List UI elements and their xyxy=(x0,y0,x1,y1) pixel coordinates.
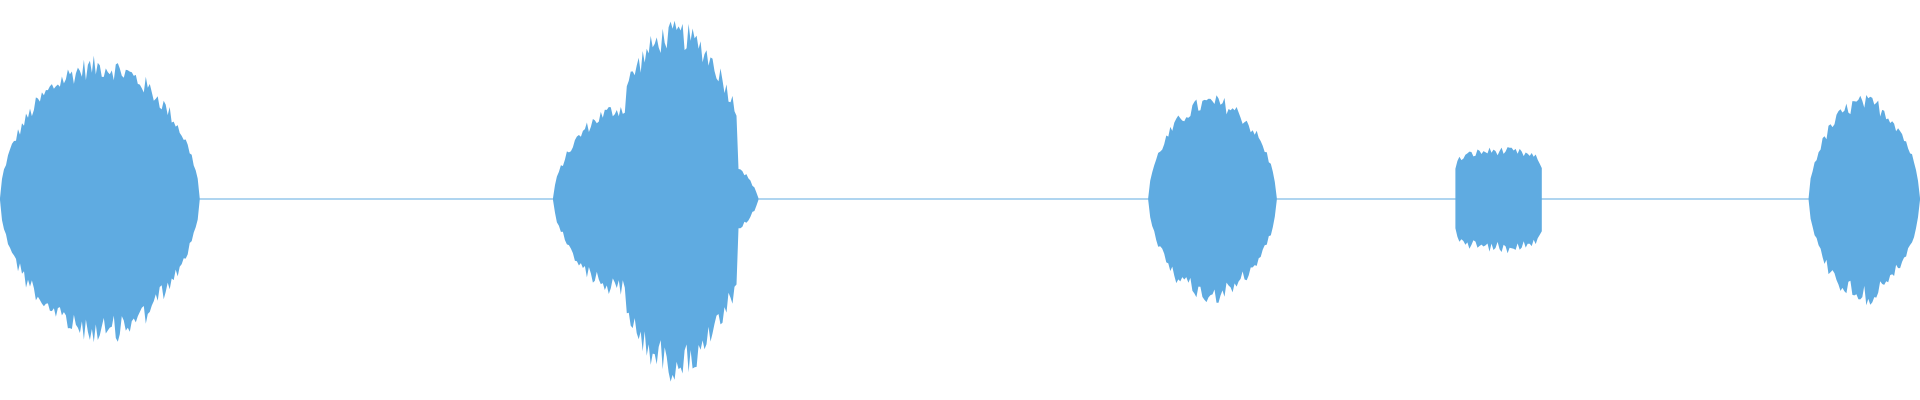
waveform-segment-5 xyxy=(1808,95,1920,306)
waveform-segment-2 xyxy=(553,20,759,382)
waveform-segments xyxy=(0,20,1920,382)
waveform-segment-4 xyxy=(1455,147,1542,254)
waveform-segment-3 xyxy=(1148,95,1277,303)
waveform-segment-1 xyxy=(0,55,200,343)
